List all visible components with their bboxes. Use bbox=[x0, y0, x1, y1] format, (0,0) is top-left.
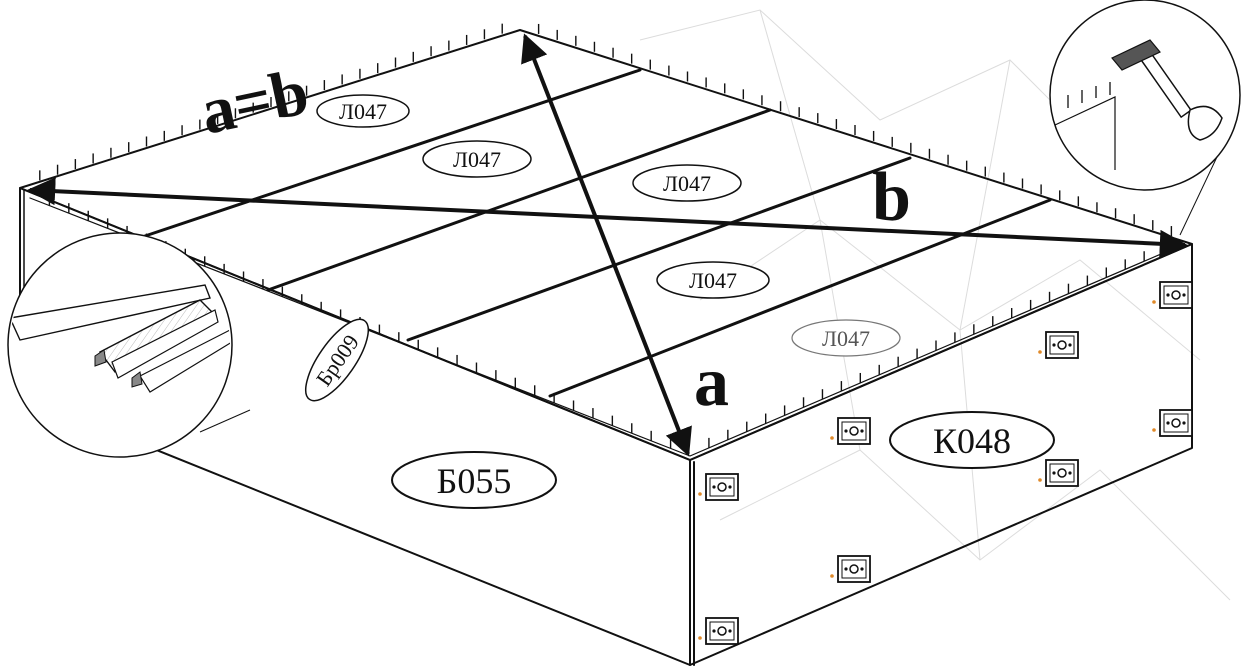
bracket-icon bbox=[1038, 331, 1079, 359]
bracket-icon bbox=[1038, 459, 1079, 487]
hammer-detail-callout bbox=[1049, 0, 1241, 236]
panel-label-2: Л047 bbox=[453, 147, 501, 172]
right-side-label: К048 bbox=[933, 421, 1011, 461]
bracket-icon bbox=[830, 555, 871, 583]
panel-label-4: Л047 bbox=[689, 268, 737, 293]
diagonals bbox=[27, 33, 1188, 457]
hammer-icon bbox=[1111, 39, 1223, 141]
front-side-label: Б055 bbox=[437, 461, 512, 501]
diagonal-b-label: b bbox=[872, 159, 911, 236]
right-side-face bbox=[689, 243, 1193, 666]
bracket-icon bbox=[1152, 281, 1193, 309]
panel-label-1: Л047 bbox=[339, 99, 387, 124]
panel-label-3: Л047 bbox=[663, 171, 711, 196]
diagonal-equality-label: a=b bbox=[194, 55, 314, 149]
profile-detail-callout bbox=[7, 232, 251, 458]
bracket-icon bbox=[1152, 409, 1193, 437]
bracket-icon bbox=[698, 617, 739, 645]
diagonal-a-label: a bbox=[694, 344, 729, 421]
panel-label-5: Л047 bbox=[822, 326, 870, 351]
diagonal-a-arrow bbox=[521, 33, 692, 457]
bracket-icon bbox=[698, 473, 739, 501]
labels: a=b b a Л047 Л047 Л047 Л047 Л047 Б055 К0… bbox=[194, 55, 1055, 509]
bracket-icon bbox=[830, 417, 871, 445]
corner-brackets bbox=[698, 281, 1193, 645]
